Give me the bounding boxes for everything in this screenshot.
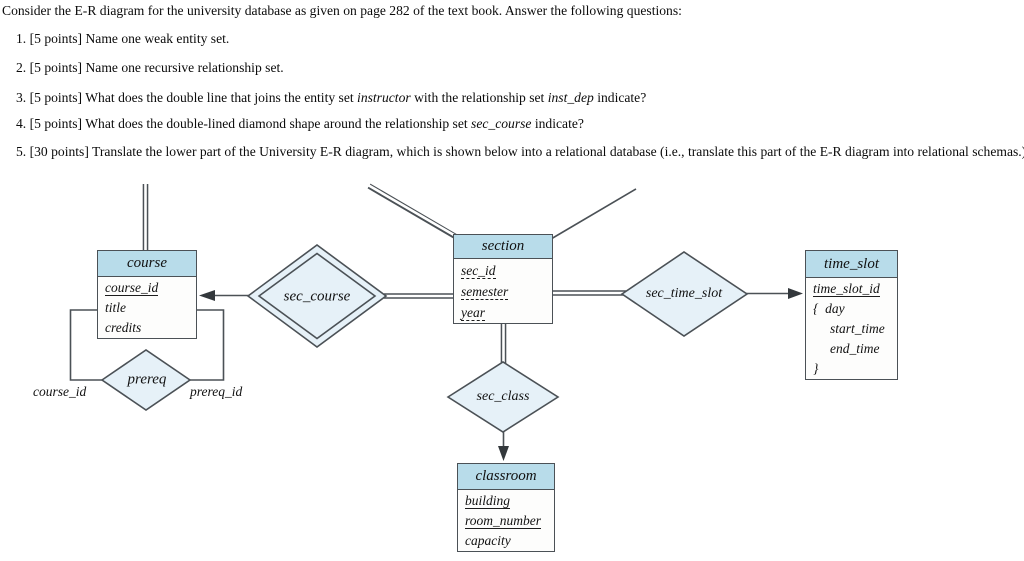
attribute-year: year <box>461 305 485 321</box>
prereq-role-prereq-id-label: prereq_id <box>190 384 243 399</box>
sec-course-to-course-arrowhead <box>199 290 215 301</box>
double-lines-core <box>144 183 627 367</box>
entity-course-title: course <box>98 251 196 277</box>
entity-time-slot: time_slot time_slot_id { day start_time … <box>805 250 898 380</box>
entity-section-attributes: sec_id semester year <box>454 259 552 323</box>
entity-course-attributes: course_id title credits <box>98 277 196 338</box>
attribute-end-time: end_time <box>830 341 880 356</box>
prereq-loop-left-line <box>69 309 104 381</box>
question-4-text: 4. [5 points] What does the double-lined… <box>16 116 472 131</box>
attribute-credits: credits <box>105 320 142 335</box>
attribute-time-slot-id: time_slot_id <box>813 281 880 297</box>
question-1: 1. [5 points] Name one weak entity set. <box>16 31 230 46</box>
prereq-diamond <box>100 349 192 411</box>
entity-section: section sec_id semester year <box>453 234 553 324</box>
attribute-building: building <box>465 493 511 509</box>
attribute-close-brace: } <box>813 361 819 376</box>
sec-time-slot-diamond <box>620 251 749 337</box>
attribute-capacity: capacity <box>465 533 511 548</box>
question-2: 2. [5 points] Name one recursive relatio… <box>16 60 284 75</box>
question-3: 3. [5 points] What does the double line … <box>16 90 646 106</box>
entity-time-slot-attributes: time_slot_id { day start_time end_time } <box>806 278 897 379</box>
sec-time-slot-to-time-slot-arrowhead <box>788 288 803 299</box>
sec-class-label: sec_class <box>476 389 530 404</box>
sec-course-diamond-inner <box>257 252 377 340</box>
prereq-loop-right-line <box>188 309 225 381</box>
sec-class-diamond <box>446 361 560 433</box>
attribute-day-open-brace: { day <box>813 301 845 316</box>
question-intro: Consider the E-R diagram for the univers… <box>2 3 682 18</box>
attribute-start-time: start_time <box>830 321 885 336</box>
entity-time-slot-title: time_slot <box>806 251 897 278</box>
question-3-text-end: indicate? <box>593 90 647 105</box>
question-3-term-instructor: instructor <box>357 90 411 105</box>
entity-classroom-attributes: building room_number capacity <box>458 490 554 551</box>
question-4-text-end: indicate? <box>531 116 584 131</box>
question-3-text: 3. [5 points] What does the double line … <box>16 90 358 105</box>
sec-course-label: sec_course <box>283 288 351 305</box>
prereq-role-course-id-label: course_id <box>33 384 87 399</box>
entity-course: course course_id title credits <box>97 250 197 339</box>
section-topright-line <box>550 188 637 240</box>
sec-class-to-classroom-arrowhead <box>498 446 509 461</box>
double-lines <box>142 183 626 366</box>
attribute-room-number: room_number <box>465 513 541 529</box>
attribute-course-id: course_id <box>105 280 159 296</box>
sec-time-slot-label: sec_time_slot <box>645 286 723 301</box>
question-5: 5. [30 points] Translate the lower part … <box>16 144 1024 159</box>
attribute-semester: semester <box>461 284 509 300</box>
question-4: 4. [5 points] What does the double-lined… <box>16 116 584 132</box>
entity-classroom-title: classroom <box>458 464 554 490</box>
entity-section-title: section <box>454 235 552 259</box>
question-3-term-inst-dep: inst_dep <box>547 90 594 105</box>
entity-classroom: classroom building room_number capacity <box>457 463 555 552</box>
question-4-term-sec-course: sec_course <box>471 116 532 131</box>
attribute-sec-id: sec_id <box>461 263 496 279</box>
prereq-label: prereq <box>127 371 167 388</box>
question-3-text-mid: with the relationship set <box>410 90 548 105</box>
attribute-title: title <box>105 300 126 315</box>
